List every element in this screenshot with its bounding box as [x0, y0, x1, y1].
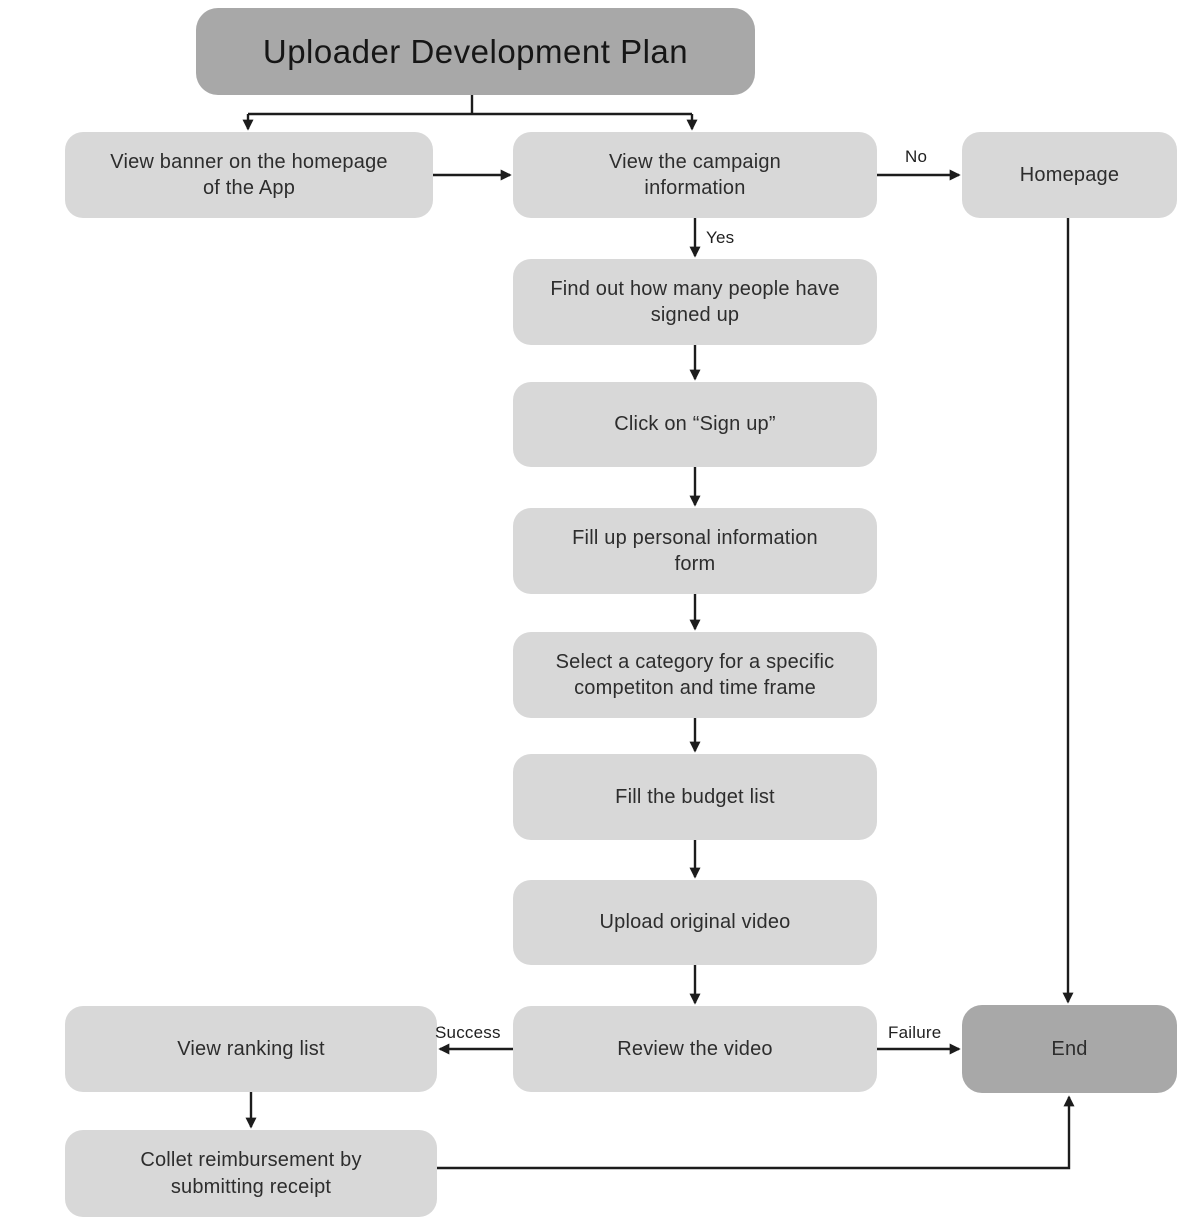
node-title: Uploader Development Plan [196, 8, 755, 95]
node-reimbursement-label: Collet reimbursement by submitting recei… [140, 1149, 362, 1198]
node-click-sign-up: Click on “Sign up” [513, 382, 877, 467]
node-reimbursement: Collet reimbursement by submitting recei… [65, 1130, 437, 1217]
node-ranking-list-label: View ranking list [177, 1037, 325, 1060]
node-budget-list: Fill the budget list [513, 754, 877, 840]
node-upload-video: Upload original video [513, 880, 877, 965]
node-homepage-label: Homepage [1019, 163, 1120, 186]
node-select-category-label: Select a category for a specific competi… [555, 650, 835, 699]
node-review-video: Review the video [513, 1006, 877, 1092]
node-homepage: Homepage [962, 132, 1177, 218]
node-view-banner-label: View banner on the homepage of the App [110, 150, 388, 199]
node-end: End [962, 1005, 1177, 1093]
edge-label-failure: Failure [888, 1023, 942, 1042]
node-budget-list-label: Fill the budget list [615, 785, 775, 808]
node-upload-video-label: Upload original video [599, 911, 791, 934]
node-personal-form: Fill up personal information form [513, 508, 877, 594]
connector-reimbursement-to-end [437, 1095, 1075, 1170]
edge-label-yes: Yes [706, 228, 735, 247]
edge-label-success: Success [435, 1023, 501, 1042]
node-title-label: Uploader Development Plan [262, 32, 689, 70]
node-view-campaign: View the campaign information [513, 132, 877, 218]
connector-title-branch [248, 95, 692, 116]
node-end-label: End [1051, 1037, 1088, 1060]
node-review-video-label: Review the video [617, 1037, 773, 1060]
edge-label-no: No [905, 147, 928, 166]
node-view-banner: View banner on the homepage of the App [65, 132, 433, 218]
node-ranking-list: View ranking list [65, 1006, 437, 1092]
node-select-category: Select a category for a specific competi… [513, 632, 877, 718]
node-click-sign-up-label: Click on “Sign up” [614, 413, 776, 436]
node-signup-count-label: Find out how many people have signed up [550, 277, 840, 326]
node-personal-form-label: Fill up personal information form [572, 526, 818, 575]
node-view-campaign-label: View the campaign information [608, 150, 782, 199]
node-signup-count: Find out how many people have signed up [513, 259, 877, 345]
